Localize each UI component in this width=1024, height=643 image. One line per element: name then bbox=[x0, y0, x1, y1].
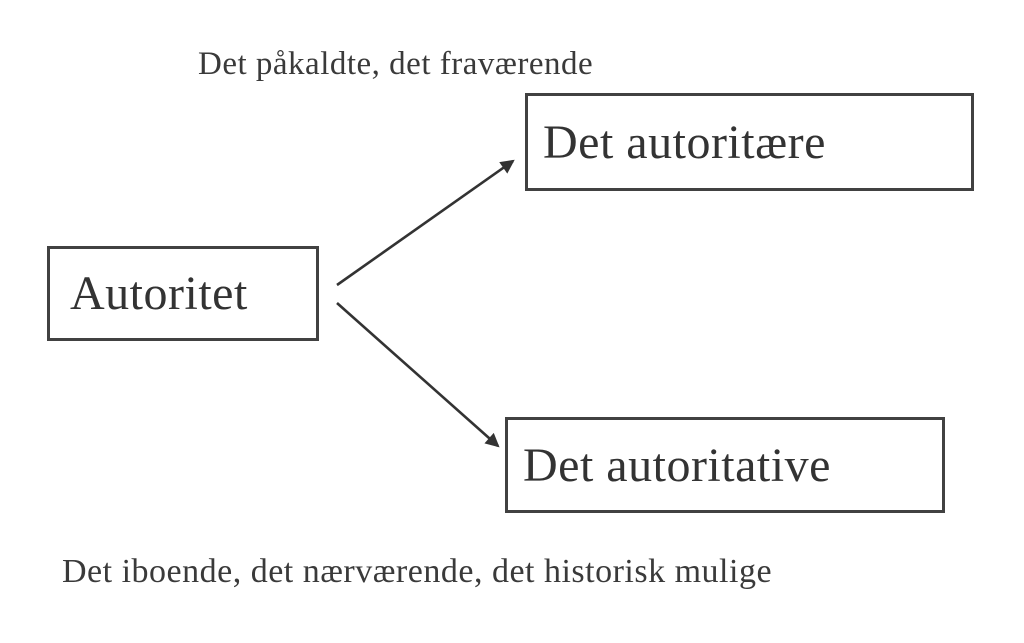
annotation-top: Det påkaldte, det fraværende bbox=[198, 46, 594, 82]
node-autoritet-label: Autoritet bbox=[70, 267, 248, 320]
arrow-root-to-upper bbox=[336, 159, 515, 287]
node-det-autoritaere: Det autoritære bbox=[525, 93, 974, 191]
node-autoritet: Autoritet bbox=[47, 246, 319, 341]
arrow-root-to-lower bbox=[336, 302, 500, 448]
annotation-bottom: Det iboende, det nærværende, det histori… bbox=[62, 553, 773, 590]
node-det-autoritaere-label: Det autoritære bbox=[543, 115, 826, 169]
node-det-autoritative: Det autoritative bbox=[505, 417, 945, 513]
node-det-autoritative-label: Det autoritative bbox=[523, 438, 831, 492]
